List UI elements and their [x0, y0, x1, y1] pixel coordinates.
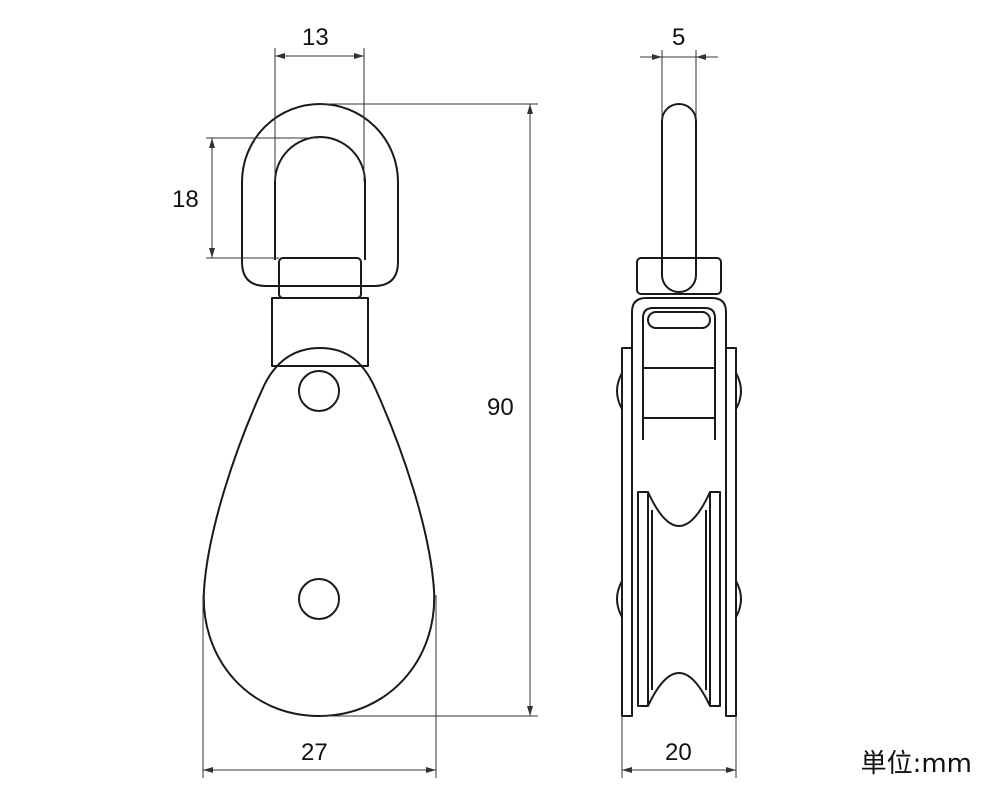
sheave-groove-top	[647, 491, 711, 527]
yoke-inner	[642, 307, 716, 440]
neck	[271, 297, 369, 367]
swivel-collar	[278, 257, 362, 299]
dim-label-body-width: 27	[301, 739, 328, 766]
pulley-body	[202, 347, 436, 717]
dim-label-eye-width: 13	[302, 24, 329, 51]
upper-rivet	[298, 370, 340, 412]
yoke-slot	[647, 311, 711, 329]
side-view	[616, 103, 742, 717]
dim-label-rod-diameter: 5	[672, 24, 686, 51]
front-view	[202, 103, 436, 717]
left-lower-rivet-head	[616, 580, 623, 618]
right-side-plate	[725, 347, 737, 717]
right-lower-rivet-head	[735, 580, 742, 618]
left-upper-rivet-head	[616, 372, 623, 410]
sheave-right-flange	[709, 491, 721, 707]
swivel-eye-outer	[241, 103, 399, 287]
dim-label-total-height: 90	[487, 394, 514, 421]
sheave-left-flange	[637, 491, 649, 707]
left-side-plate	[621, 347, 633, 717]
dimension-lines	[202, 48, 737, 778]
yoke	[631, 297, 727, 440]
swivel-eye-inner	[274, 136, 366, 260]
side-swivel-collar	[636, 257, 722, 295]
dim-label-side-width: 20	[665, 739, 692, 766]
right-upper-rivet-head	[735, 372, 742, 410]
dim-label-eye-height: 18	[172, 186, 199, 213]
unit-label: 単位:mm	[860, 749, 972, 779]
lower-rivet	[298, 578, 340, 620]
eye-rod	[661, 103, 697, 293]
sheave-groove-bottom	[647, 672, 711, 707]
